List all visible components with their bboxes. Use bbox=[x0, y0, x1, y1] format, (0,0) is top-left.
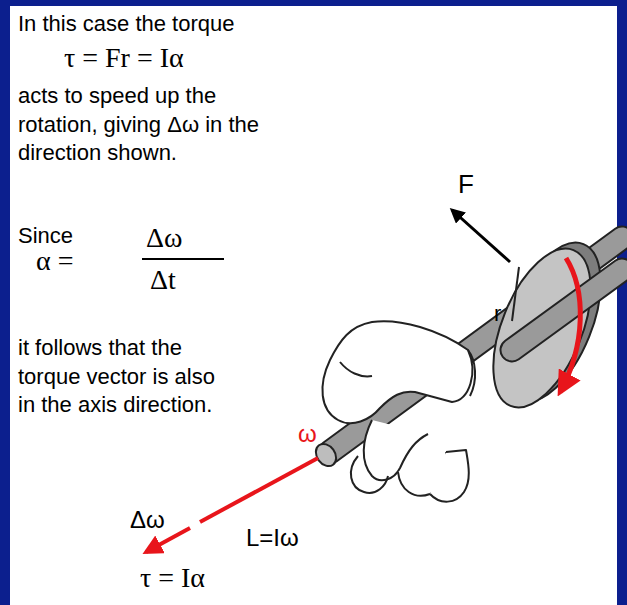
angular-momentum-label: L=Iω bbox=[246, 522, 346, 553]
wheel bbox=[473, 229, 622, 421]
caption-text: In this case the torque bbox=[18, 10, 318, 39]
explanation-text: it follows that the torque vector is als… bbox=[18, 334, 238, 420]
panel bbox=[10, 6, 617, 605]
axle bbox=[312, 238, 622, 470]
equation: τ = Fr = Iα bbox=[64, 40, 304, 76]
radius-label: r bbox=[494, 300, 518, 329]
fraction-bar bbox=[142, 258, 224, 260]
delta-omega-label: Δω bbox=[130, 504, 190, 535]
force-label: F bbox=[458, 168, 498, 202]
force-arrow bbox=[452, 210, 510, 262]
omega-arrow bbox=[200, 458, 318, 522]
explanation-text: acts to speed up the rotation, giving Δω… bbox=[18, 82, 293, 168]
fraction-numerator: Δω bbox=[146, 220, 226, 256]
equation: α = bbox=[36, 243, 136, 279]
omega-label: ω bbox=[298, 418, 338, 449]
equation: τ = Iα bbox=[140, 560, 280, 596]
hand bbox=[322, 321, 475, 501]
rotation-arrow bbox=[560, 258, 580, 392]
fraction-denominator: Δt bbox=[150, 262, 230, 298]
